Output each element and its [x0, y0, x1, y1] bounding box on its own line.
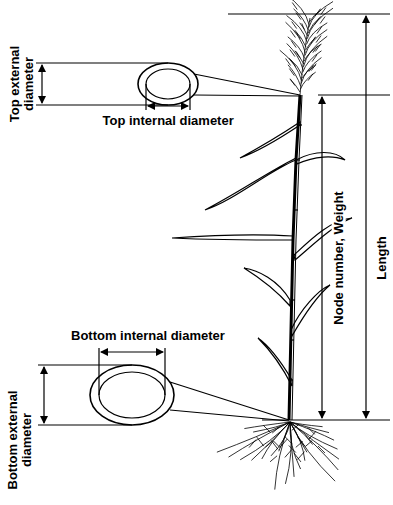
- dimension-label: Bottom internal diameter: [69, 329, 227, 343]
- dimension-label: Length: [374, 234, 388, 281]
- dimension-label: Top external diameter: [8, 37, 36, 131]
- dimension-label: Top internal diameter: [101, 114, 236, 128]
- dimension-label: Node number, Weight: [331, 189, 345, 326]
- dimension-label: Bottom external diameter: [6, 383, 34, 497]
